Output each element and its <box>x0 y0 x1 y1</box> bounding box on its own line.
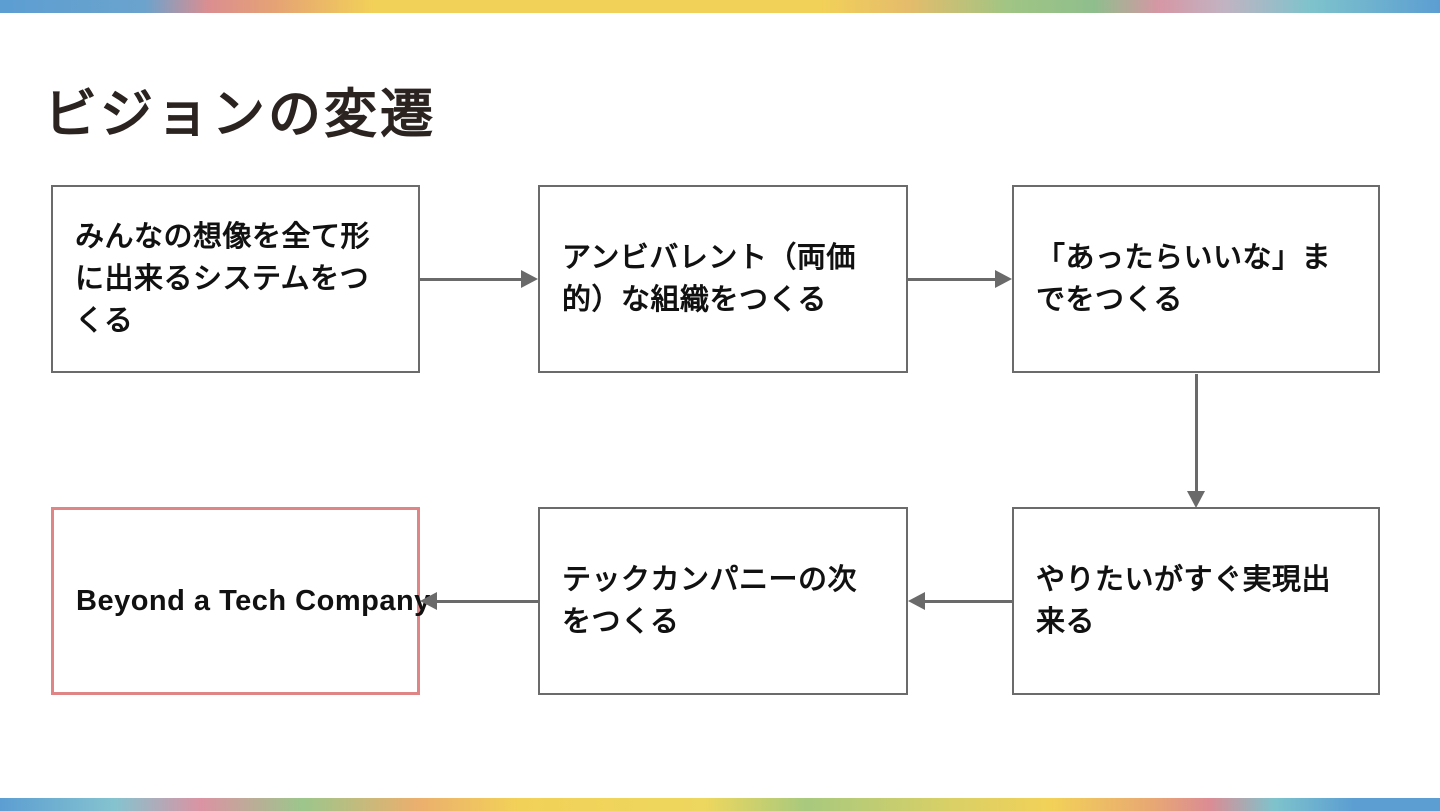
flow-node-6-highlighted: Beyond a Tech Company <box>51 507 431 695</box>
arrowhead-down-icon <box>1187 491 1205 508</box>
node-text-line: テックカンパニーの次 <box>562 563 858 596</box>
rainbow-bar-top <box>0 0 1440 13</box>
node-text-line: アンビバレント（両価 <box>562 241 856 274</box>
arrow-line <box>420 278 522 281</box>
arrow-line <box>925 600 1012 603</box>
node-text-line: 「あったらいいな」ま <box>1036 241 1332 274</box>
flow-node-3: 「あったらいいな」までをつくる <box>1012 185 1380 373</box>
arrow-line <box>908 278 996 281</box>
arrow-line <box>437 600 538 603</box>
node-text-line: みんなの想像を全て形 <box>75 220 371 253</box>
arrowhead-left-icon <box>908 592 925 610</box>
flow-node-2: アンビバレント（両価的）な組織をつくる <box>538 185 908 373</box>
node-text-line: 的）な組織をつくる <box>562 284 827 316</box>
flow-node-1: みんなの想像を全て形に出来るシステムをつくる <box>51 185 420 373</box>
node-text-line: に出来るシステムをつ <box>75 262 370 295</box>
node-text-line: Beyond a Tech Company <box>76 584 431 617</box>
arrowhead-right-icon <box>995 270 1012 288</box>
flow-node-4: やりたいがすぐ実現出来る <box>1012 507 1380 695</box>
node-text-line: をつくる <box>562 606 680 638</box>
flow-node-5: テックカンパニーの次をつくる <box>538 507 908 695</box>
node-text-line: でをつくる <box>1036 284 1183 316</box>
arrow-line <box>1195 374 1198 492</box>
node-text-line: やりたいがすぐ実現出 <box>1036 563 1332 596</box>
node-text-line: 来る <box>1036 606 1096 638</box>
arrowhead-left-icon <box>420 592 437 610</box>
arrowhead-right-icon <box>521 270 538 288</box>
node-text-line: くる <box>75 305 134 338</box>
rainbow-bar-bottom <box>0 798 1440 811</box>
slide-title: ビジョンの変遷 <box>44 84 436 144</box>
